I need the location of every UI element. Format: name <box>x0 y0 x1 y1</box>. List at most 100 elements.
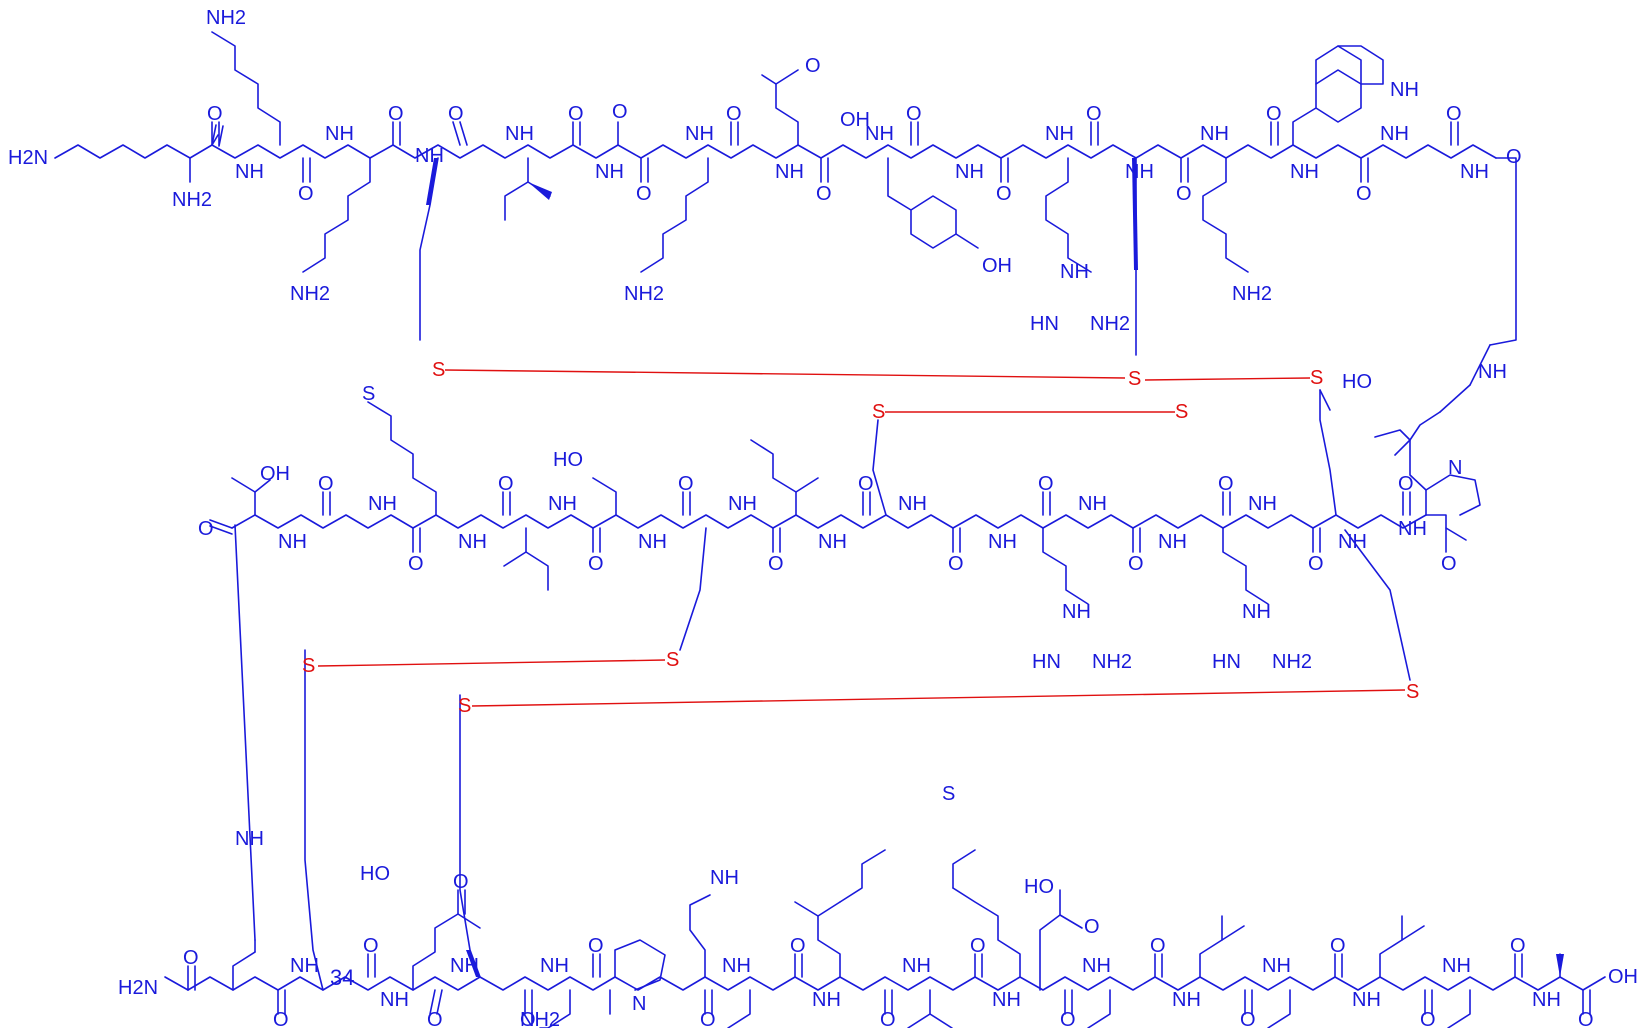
amide-nh-label: NH <box>898 493 927 515</box>
amide-nh-label: NH <box>1172 989 1201 1011</box>
oxygen-label: O <box>568 103 584 125</box>
amide-nh-label: NH <box>638 531 667 553</box>
row-3-backbone <box>164 524 1606 1028</box>
oxygen-label: O <box>805 55 821 77</box>
amide-nh-label: NH <box>380 989 409 1011</box>
oxygen-label: O <box>427 1009 443 1028</box>
amide-nh-label: NH <box>1078 493 1107 515</box>
oxygen-label: O <box>588 553 604 575</box>
amide-nh-label: NH <box>1478 361 1507 383</box>
guanidine-amine-label: NH2 <box>1272 651 1312 673</box>
oxygen-label: O <box>816 183 832 205</box>
amine-label: NH2 <box>172 189 212 211</box>
amide-nh-label: NH <box>1082 955 1111 977</box>
amide-nh-label: NH <box>1460 161 1489 183</box>
guanidine-nh-label: NH <box>1060 261 1089 283</box>
amide-nh-label: NH <box>505 123 534 145</box>
hydroxyl-label: OH <box>260 463 290 485</box>
oxygen-label: O <box>1420 1009 1436 1028</box>
amide-nh-label: NH <box>325 123 354 145</box>
oxygen-label: O <box>726 103 742 125</box>
guanidine-nh-label: NH <box>710 867 739 889</box>
oxygen-label: O <box>880 1009 896 1028</box>
oxygen-label: O <box>1356 183 1372 205</box>
oxygen-label: O <box>1060 1009 1076 1028</box>
guanidine-imine-label: HN <box>1032 651 1061 673</box>
amide-nh-label: NH <box>1200 123 1229 145</box>
oxygen-label: O <box>1084 916 1100 938</box>
compound-number: 34 <box>330 965 354 990</box>
hydroxyl-label: OH <box>840 109 870 131</box>
nitrogen-label: N <box>1448 457 1462 479</box>
oxygen-label: O <box>970 935 986 957</box>
amide-nh-label: NH <box>1248 493 1277 515</box>
amide-nh-label: NH <box>458 531 487 553</box>
oxygen-label: O <box>183 947 199 969</box>
oxygen-label: O <box>790 935 806 957</box>
amide-nh-label: NH <box>1262 955 1291 977</box>
guanidine-nh-label: NH <box>1062 601 1091 623</box>
sulfur-label: S <box>302 655 315 677</box>
row-2-backbone <box>209 344 1491 651</box>
oxygen-label: O <box>520 1009 536 1028</box>
oxygen-label: O <box>948 553 964 575</box>
oxygen-label: O <box>612 101 628 123</box>
oxygen-label: O <box>1441 553 1457 575</box>
oxygen-label: O <box>448 103 464 125</box>
amide-nh-label: NH <box>1352 989 1381 1011</box>
proline-nitrogen-label: N <box>632 993 646 1015</box>
amide-nh2-label: H2N <box>118 977 158 999</box>
amide-nh-label: NH <box>1338 531 1367 553</box>
hydroxyl-label: HO <box>1024 876 1054 898</box>
amide-nh-label: NH <box>1045 123 1074 145</box>
sulfur-label: S <box>1310 367 1323 389</box>
oxygen-label: O <box>1218 473 1234 495</box>
oxygen-label: O <box>498 473 514 495</box>
amide-nh-label: NH <box>722 955 751 977</box>
oxygen-label: O <box>1308 553 1324 575</box>
amine-label: NH2 <box>1232 283 1272 305</box>
oxygen-label: O <box>453 871 469 893</box>
amide-nh-label: NH <box>368 493 397 515</box>
amide-nh-labels: NH NH NH NH NH NH NH NH NH NH NH NH NH N… <box>235 123 1561 1015</box>
oxygen-label: O <box>678 473 694 495</box>
amide-nh-label: NH <box>235 161 264 183</box>
oxygen-label: O <box>1506 146 1522 168</box>
amide-nh-label: NH <box>595 161 624 183</box>
row-1-backbone <box>54 31 1517 356</box>
amine-label: NH2 <box>290 283 330 305</box>
oxygen-label: O <box>408 553 424 575</box>
amide-nh-label: NH <box>728 493 757 515</box>
sulfur-labels: S S S S S S S S S S S <box>302 359 1419 805</box>
sulfur-label: S <box>1406 681 1419 703</box>
oxygen-label: O <box>388 103 404 125</box>
sulfur-label: S <box>666 649 679 671</box>
oxygen-label: O <box>1128 553 1144 575</box>
amide-nh-label: NH <box>812 989 841 1011</box>
hydroxyl-label: HO <box>1342 371 1372 393</box>
amide-nh-label: NH <box>775 161 804 183</box>
amide-nh-label: NH <box>1158 531 1187 553</box>
amide-nh-label: NH <box>450 955 479 977</box>
amide-nh-label: NH <box>1398 518 1427 540</box>
oxygen-label: O <box>318 473 334 495</box>
oxygen-label: O <box>363 935 379 957</box>
oxygen-label: O <box>700 1009 716 1028</box>
oxygen-label: O <box>273 1009 289 1028</box>
n-terminal-amine-label: H2N <box>8 147 48 169</box>
amide-nh-label: NH <box>865 123 894 145</box>
oxygen-label: O <box>858 473 874 495</box>
row-3-extra-labels: HO O NH2 NH <box>520 867 1100 1028</box>
amide-nh-label: NH <box>540 955 569 977</box>
amine-label: NH2 <box>624 283 664 305</box>
amide-nh-label: NH <box>415 145 444 167</box>
guanidine-amine-label: NH2 <box>1092 651 1132 673</box>
row-3-labels: H2N O O O O O O O O O O O O O O O O O O … <box>118 863 1638 1028</box>
methionine-sulfur-label: S <box>362 383 375 405</box>
oxygen-label: O <box>1150 935 1166 957</box>
oxygen-label: O <box>1240 1009 1256 1028</box>
amide-nh-label: NH <box>988 531 1017 553</box>
amide-nh-label: NH <box>1290 161 1319 183</box>
lysine-amine-label: NH2 <box>520 1009 560 1028</box>
